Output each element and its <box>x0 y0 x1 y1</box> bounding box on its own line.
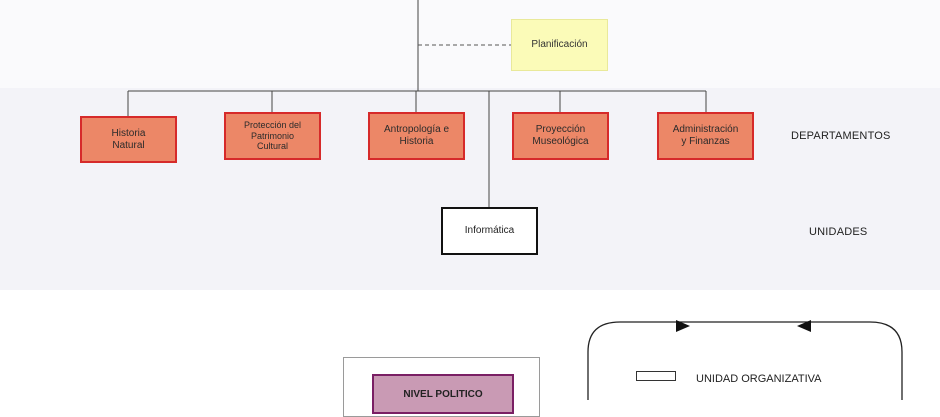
department-proyeccion-museologica: Proyección Museológica <box>512 112 609 160</box>
connector-lines <box>127 0 903 400</box>
level-label-departamentos: DEPARTAMENTOS <box>791 130 891 142</box>
planning-box: Planificación <box>511 19 608 71</box>
department-proteccion-patrimonio: Protección del Patrimonio Cultural <box>224 112 321 160</box>
department-historia-natural: Historia Natural <box>80 116 177 163</box>
planning-label: Planificación <box>531 39 588 50</box>
department-administracion-finanzas: Administración y Finanzas <box>657 112 754 160</box>
unit-informatica: Informática <box>441 207 538 255</box>
department-antropologia-historia: Antropología e Historia <box>368 112 465 160</box>
department-label: Historia Natural <box>111 127 146 151</box>
arrow-right-icon <box>676 320 690 332</box>
scan-top-band <box>0 0 940 88</box>
legend-unidad-swatch <box>636 371 676 381</box>
department-label: Antropología e Historia <box>383 124 450 147</box>
blank-card <box>96 320 340 410</box>
department-label: Administración y Finanzas <box>672 124 739 147</box>
department-label: Proyección Museológica <box>532 124 589 147</box>
level-label-unidades: UNIDADES <box>809 226 868 238</box>
legend-nivel-label: NIVEL POLITICO <box>403 389 483 400</box>
legend-unidad-label: UNIDAD ORGANIZATIVA <box>696 373 822 385</box>
department-label: Protección del Patrimonio Cultural <box>243 119 302 152</box>
arrow-left-icon <box>797 320 811 332</box>
unit-label: Informática <box>464 225 515 236</box>
legend-frame-outline <box>587 321 903 400</box>
legend-nivel-politico: NIVEL POLITICO <box>372 374 514 414</box>
